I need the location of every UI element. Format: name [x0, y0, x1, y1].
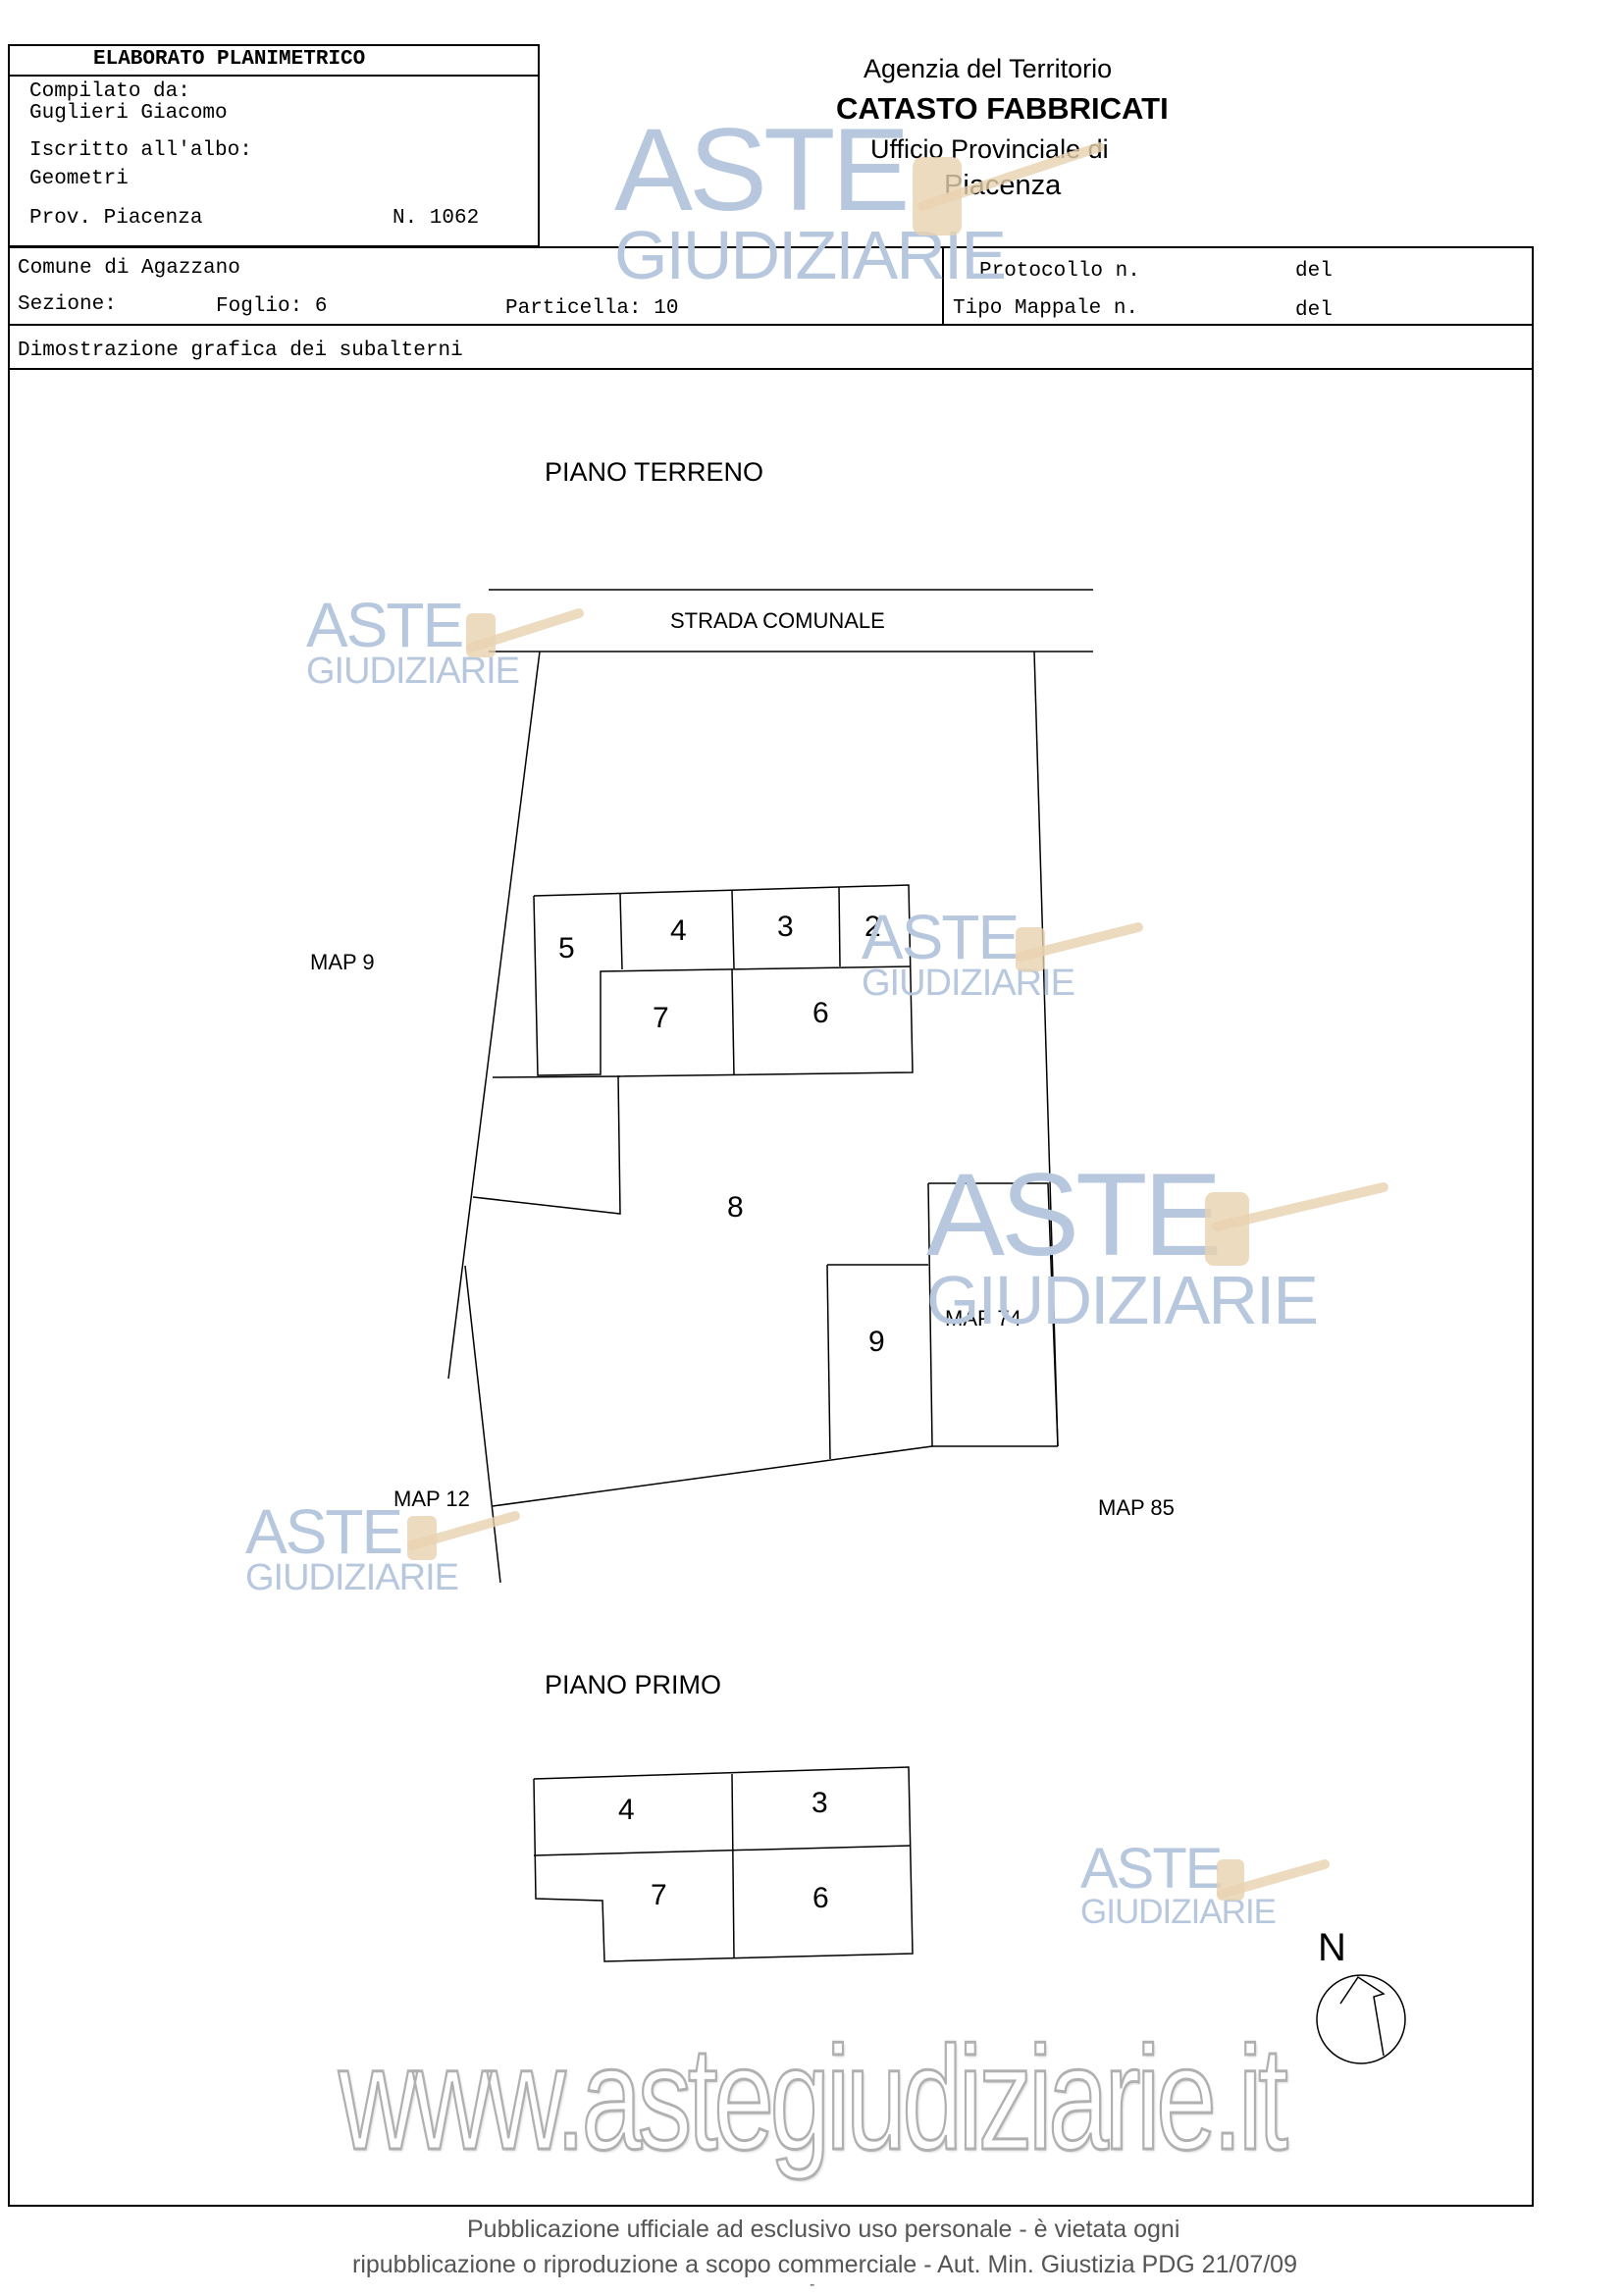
map74-outline [928, 1182, 1059, 1447]
unit-label: 9 [868, 1326, 885, 1358]
protocollo-del: del [1295, 260, 1333, 283]
tipo-del: del [1295, 299, 1333, 322]
watermark-logo-large: ASTE GIUDIZIARIE [926, 1149, 1319, 1338]
first-unit-label: 6 [812, 1882, 829, 1914]
first-mid-horizontal [533, 1845, 912, 1856]
watermark-logo-small: ASTE GIUDIZIARIE [306, 590, 520, 692]
dimostrazione: Dimostrazione grafica dei subalterni [18, 339, 463, 362]
unit9-outline [927, 1182, 933, 1447]
wall-3-2 [731, 889, 735, 969]
wall-2-right [838, 886, 841, 967]
registered-value: Geometri [29, 168, 129, 190]
map12-boundary [464, 1265, 501, 1584]
wall-4-3 [619, 893, 623, 970]
map9-label: MAP 9 [310, 950, 375, 974]
comune: Comune di Agazzano [18, 257, 240, 280]
registered-label: Iscritto all'albo: [29, 139, 252, 162]
compiled-by-name: Guglieri Giacomo [29, 102, 228, 125]
unit-label: 6 [812, 997, 829, 1029]
watermark-logo-small: ASTE GIUDIZIARIE [862, 902, 1075, 1004]
unit-label: 2 [864, 911, 881, 943]
footer-line3: - [810, 2276, 815, 2293]
unit-label: 7 [653, 1002, 669, 1034]
unit-label: 8 [727, 1191, 744, 1224]
site-boundary [447, 651, 541, 1380]
first-wall-4-3 [731, 1773, 735, 1959]
unit-label: 3 [777, 911, 794, 943]
unit9-left [826, 1264, 831, 1460]
wall-5-bottom [492, 1075, 621, 1078]
info-divider [8, 324, 1534, 326]
footer-line1: Pubblicazione ufficiale ad esclusivo uso… [467, 2216, 1180, 2243]
particella: Particella: 10 [505, 297, 679, 320]
map74-label: MAP 74 [945, 1306, 1021, 1331]
info-vertical-divider [942, 246, 944, 325]
header-title: ELABORATO PLANIMETRICO [93, 48, 366, 71]
ground-floor-title: PIANO TERRENO [545, 457, 764, 487]
site-boundary-right [1033, 651, 1059, 1447]
site-boundary-bottom [492, 1445, 933, 1507]
ground-building-left [533, 895, 912, 1076]
watermark-website: www.astegiudiziarie.it [338, 2014, 1289, 2182]
north-circle [1316, 1974, 1406, 2064]
sheet-frame [8, 246, 1534, 2207]
footer-line2: ripubblicazione o riproduzione a scopo c… [352, 2251, 1297, 2278]
first-floor-title: PIANO PRIMO [545, 1670, 722, 1699]
first-unit-label: 4 [618, 1794, 635, 1826]
scale-divider [8, 368, 1534, 370]
compiled-by-label: Compilato da: [29, 80, 190, 103]
road-label: STRADA COMUNALE [670, 608, 885, 633]
province: Prov. Piacenza [29, 207, 203, 230]
unit-label: 5 [558, 932, 575, 965]
header-title-divider [8, 75, 540, 77]
first-building-outline [533, 1766, 914, 1962]
first-unit-label: 7 [651, 1879, 667, 1911]
first-unit-label: 3 [812, 1787, 828, 1819]
agency-name: Agenzia del Territorio [864, 54, 1113, 83]
wall-7-6 [731, 968, 735, 1076]
map85-label: MAP 85 [1098, 1495, 1175, 1520]
ground-building-outline [472, 884, 914, 1215]
north-label: N [1318, 1926, 1346, 1969]
tipo-mappale: Tipo Mappale n. [953, 297, 1139, 320]
north-arrow [1339, 1975, 1386, 2057]
unit-label: 4 [670, 914, 687, 947]
registration-number: N. 1062 [393, 207, 480, 230]
foglio: Foglio: 6 [216, 295, 328, 318]
protocollo: Protocollo n. [979, 260, 1140, 283]
watermark-logo-small: ASTE GIUDIZIARIE [1080, 1837, 1277, 1931]
sezione: Sezione: [18, 293, 117, 316]
agency-catasto: CATASTO FABBRICATI [836, 91, 1169, 126]
map12-label: MAP 12 [393, 1487, 470, 1511]
watermark-logo-small: ASTE GIUDIZIARIE [245, 1496, 459, 1598]
